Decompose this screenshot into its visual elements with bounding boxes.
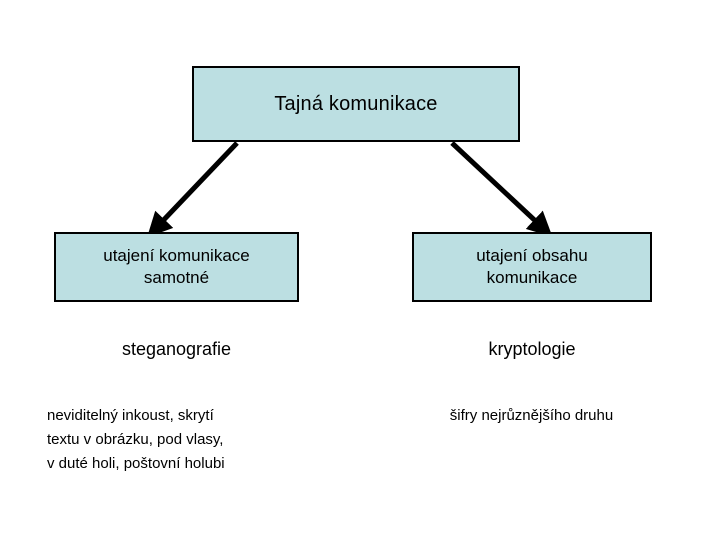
branch-node-box-communication-concealment: utajení komunikace samotné [54,232,299,302]
examples-left-line-3: v duté holi, poštovní holubi [47,455,225,472]
discipline-label-steganography: steganografie [121,339,232,359]
arrow-root-to-right [450,141,553,237]
examples-left-line-2: textu v obrázku, pod vlasy, [47,431,224,448]
branch-right-label-line2: komunikace [486,268,578,287]
branch-node-box-content-concealment: utajení obsahu komunikace [412,232,652,302]
examples-left-line-1: neviditelný inkoust, skrytí [47,407,214,424]
branch-right-label-group: utajení obsahu komunikace [472,245,592,289]
examples-right-line-1: šifry nejrůznějšího druhu [449,407,614,424]
arrow-root-to-left [147,141,239,238]
branch-left-label-group: utajení komunikace samotné [99,245,253,289]
branch-right-label-line1: utajení obsahu [476,246,588,265]
branch-left-label-line1: utajení komunikace [103,246,250,265]
branch-left-label-line2: samotné [143,268,210,287]
examples-text-cryptology: šifry nejrůznějšího druhu [404,404,659,428]
examples-text-steganography: neviditelný inkoust, skrytí textu v obrá… [47,404,327,476]
root-node-box: Tajná komunikace [192,66,520,142]
root-node-label: Tajná komunikace [274,92,438,115]
discipline-label-cryptology: kryptologie [488,339,576,359]
